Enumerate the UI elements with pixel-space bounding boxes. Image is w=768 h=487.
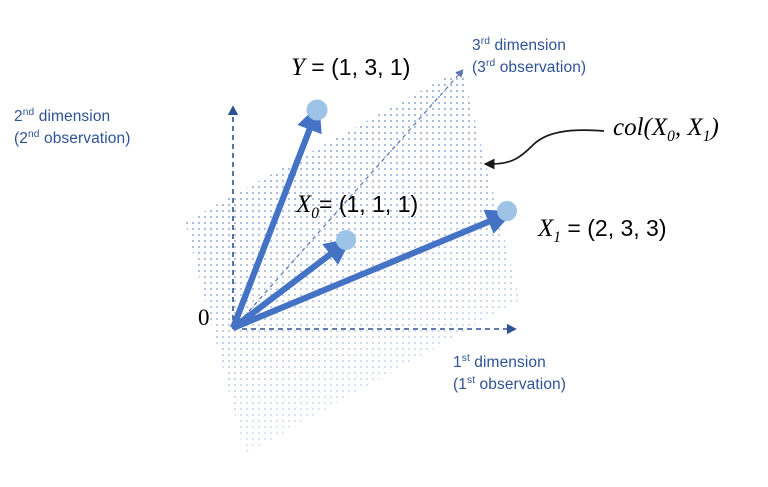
axis-label-dim3-line1: 3rd dimension <box>472 35 566 54</box>
axis-label-dim1: 1st dimension (1st observation) <box>453 352 566 396</box>
origin-label: 0 <box>198 305 210 330</box>
vector-label-X1-text: X1 = (2, 3, 3) <box>538 215 667 246</box>
vector-X1-dot <box>497 201 517 221</box>
vector-label-X0-text: X0= (1, 1, 1) <box>296 191 419 222</box>
vector-arrows <box>230 104 514 331</box>
vector-label-Y-text: Y = (1, 3, 1) <box>291 54 411 81</box>
plane-callout-label: col(X0, X1) <box>613 114 719 145</box>
vector-label-Y: Y = (1, 3, 1) <box>291 54 410 82</box>
axis-label-dim2-line1: 2nd dimension <box>14 106 111 125</box>
vector-X0-dot <box>336 230 356 250</box>
axis-label-dim2-line2: (2nd observation) <box>14 128 131 147</box>
vector-X0-arrow <box>231 238 352 331</box>
axis-lines <box>227 69 517 335</box>
vector-Y-arrow <box>230 104 322 330</box>
vector-label-X0: X0= (1, 1, 1) <box>296 191 419 222</box>
axis-label-dim2: 2nd dimension (2nd observation) <box>14 106 130 150</box>
callout-arrow <box>483 129 605 170</box>
vector-X1-arrow <box>231 209 514 331</box>
plane-callout-text: col(X0, X1) <box>613 114 719 145</box>
axis-label-dim3: 3rd dimension (3rd observation) <box>472 35 586 79</box>
vector-label-X1: X1 = (2, 3, 3) <box>538 215 667 246</box>
vector-Y-dot <box>306 99 328 121</box>
column-space-plane <box>185 68 520 455</box>
axis-dim3-line <box>232 69 464 330</box>
vector-endpoint-dots <box>306 99 517 250</box>
axis-label-dim3-line2: (3rd observation) <box>472 57 587 76</box>
axis-label-dim1-line2: (1st observation) <box>453 374 567 393</box>
axis-label-dim1-line1: 1st dimension <box>453 352 546 371</box>
